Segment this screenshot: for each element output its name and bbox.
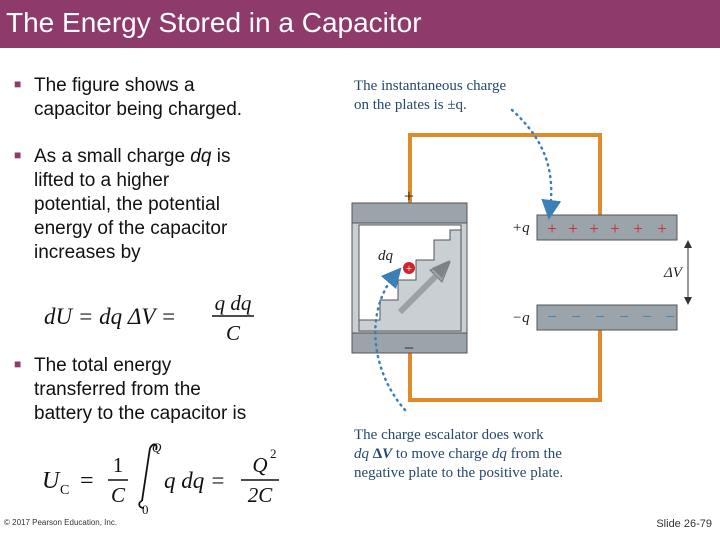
eq2-frac1-den: C [111,483,126,507]
plus-charge: + [547,219,557,238]
eq2-equals: = [80,468,94,494]
slide-title: The Energy Stored in a Capacitor [6,7,422,38]
plus-charges: + + + + + + [547,219,667,238]
slide-number: Slide 26-79 [656,518,712,530]
bullet-1-line: The figure shows a [34,75,195,96]
delta-v-arrow-down [684,297,692,305]
bottom-annotation-line: negative plate to the positive plate. [354,465,564,481]
bullet-3-line: transferred from the [34,379,201,400]
top-wire [408,133,602,218]
top-dotted-arrow [510,108,562,220]
minus-charge: − [571,307,581,326]
eq2-frac2-den: 2C [248,483,274,507]
minus-charges: − − − − − − [547,307,675,326]
eq2-sub: C [60,483,69,498]
top-annotation-line: The instantaneous charge [354,78,507,94]
battery-top-band [351,202,468,224]
plus-q-label: +q [512,220,530,236]
eq2-frac2-exp: 2 [270,446,277,461]
charge-escalator [358,229,462,332]
lift-arrow-head [432,260,450,278]
plus-charge: + [610,219,620,238]
bullet-3-line: battery to the capacitor is [34,403,247,424]
bottom-annotation-line: The charge escalator does work [354,427,544,443]
equation-uc: U C = 1 C Q 0 q dq = Q 2 2C [42,440,279,516]
eq2-lower-limit: 0 [142,502,149,516]
eq2-frac1-num: 1 [113,453,124,477]
minus-q-label: −q [512,310,530,326]
eq1-lhs: dU = dq ΔV = [44,304,176,329]
bullet-2-line: lifted to a higher [34,170,170,191]
bullet-1-line: capacitor being charged. [34,99,243,120]
bottom-annotation: The charge escalator does work dq ΔV to … [354,426,563,483]
equation-du: dU = dq ΔV = q dq C [44,291,254,345]
bottom-wire [408,320,602,402]
dq-label: dq [378,248,394,264]
top-annotation: The instantaneous charge on the plates i… [354,77,506,115]
bullet-2-line: As a small charge dq is [34,146,231,167]
plus-charge: + [633,219,643,238]
bullet-1: The figure shows a capacitor being charg… [34,74,242,122]
bullet-2-line: energy of the capacitor [34,218,228,239]
delta-v-label: ΔV [663,265,684,281]
bullet-marker: ■ [14,77,22,91]
battery-plus-sign: + [404,186,414,206]
minus-charge: − [642,307,652,326]
integral-sign [138,443,158,509]
title-bar: The Energy Stored in a Capacitor [0,0,720,48]
bullet-marker: ■ [14,357,22,371]
plus-charge: + [589,219,599,238]
battery-bottom-band [351,332,468,354]
copyright: © 2017 Pearson Education, Inc. [4,518,118,527]
top-annotation-line: on the plates is ±q. [354,97,467,113]
eq1-denominator: C [226,321,241,345]
bullet-2-line: potential, the potential [34,194,220,215]
minus-charge: − [547,307,557,326]
minus-charge: − [665,307,675,326]
eq2-frac2-num: Q [252,453,267,477]
delta-v-arrow-up [684,240,692,248]
eq2-integrand: q dq = [164,468,226,493]
dq-charge [403,262,415,274]
battery-minus-sign: − [404,338,414,358]
dq-charge-sign: + [406,263,412,275]
minus-charge: − [595,307,605,326]
lift-arrow-shaft [397,273,439,315]
eq2-u: U [42,468,61,494]
plus-charge: + [657,219,667,238]
bullet-2: As a small charge dq is lifted to a high… [34,145,230,265]
eq2-upper-limit: Q [152,440,162,455]
bottom-annotation-line: dq ΔV to move charge dq from the [354,446,562,462]
minus-charge: − [619,307,629,326]
bullet-3: The total energy transferred from the ba… [34,354,246,426]
bottom-dotted-arrow [374,267,407,412]
bullet-2-line: increases by [34,242,141,263]
negative-plate [536,304,678,331]
positive-plate [536,214,678,241]
bullet-3-line: The total energy [34,355,172,376]
plus-charge: + [568,219,578,238]
bullet-marker: ■ [14,148,22,162]
eq1-numerator: q dq [215,291,252,315]
capacitor-figure: + − + dq + + + + + + − − − − − − +q −q [351,108,692,412]
